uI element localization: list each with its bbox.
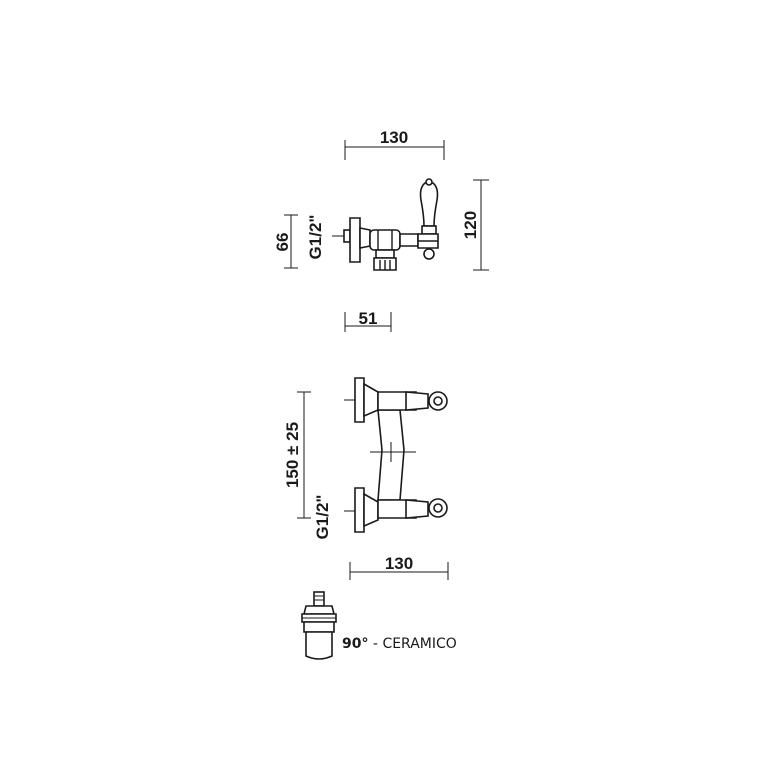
cartridge-icon bbox=[301, 591, 337, 660]
top-offset-dimension: 66 G1/2" bbox=[273, 214, 325, 269]
top-height-dimension: 120 bbox=[461, 179, 489, 271]
cartridge-caption: 90° - CERAMICO bbox=[342, 636, 457, 652]
top-offset-label: 66 bbox=[273, 233, 292, 252]
front-view: 150 ± 25 G1/2" bbox=[283, 377, 449, 580]
top-width-dimension: 130 bbox=[344, 128, 445, 160]
cartridge-type: CERAMICO bbox=[382, 636, 456, 652]
front-thread-label: G1/2" bbox=[313, 495, 332, 540]
front-width-dimension: 130 bbox=[349, 554, 449, 580]
top-depth-dimension: 51 bbox=[344, 309, 392, 332]
lever-handle bbox=[419, 182, 439, 227]
cartridge-separator: - bbox=[368, 636, 382, 652]
top-height-label: 120 bbox=[461, 211, 480, 239]
front-spacing-label: 150 ± 25 bbox=[283, 422, 302, 488]
top-width-label: 130 bbox=[380, 128, 408, 147]
front-width-label: 130 bbox=[385, 554, 413, 573]
top-thread-label: G1/2" bbox=[306, 215, 325, 260]
top-depth-label: 51 bbox=[359, 309, 378, 328]
mixer-top-body bbox=[332, 178, 439, 271]
top-view: 130 120 66 G1/2" bbox=[273, 128, 489, 332]
mixer-front-body bbox=[344, 377, 448, 533]
front-spacing-dimension: 150 ± 25 G1/2" bbox=[283, 391, 332, 540]
cartridge-angle: 90° bbox=[342, 636, 368, 652]
